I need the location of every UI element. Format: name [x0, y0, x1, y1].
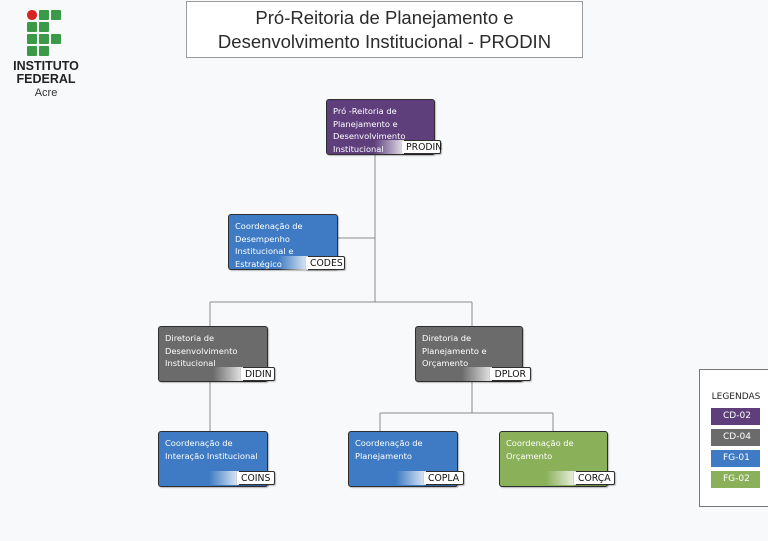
legend-item-cd04: CD-04: [711, 429, 760, 446]
legend-panel: LEGENDAS CD-02 CD-04 FG-01 FG-02: [699, 369, 768, 507]
legend-title: LEGENDAS: [711, 392, 761, 402]
node-codes-code-text: CODES: [310, 258, 343, 269]
node-dplor-code-text: DPLOR: [494, 369, 526, 380]
node-prodin-code: PRODIN: [374, 140, 443, 154]
node-dplor-label: Diretoria de Planejamento e Orçamento: [422, 333, 487, 368]
node-copla-label: Coordenação de Planejamento: [355, 438, 423, 461]
node-prodin: Pró -Reitoria de Planejamento e Desenvol…: [326, 99, 435, 155]
node-dplor-code: DPLOR: [462, 367, 531, 381]
legend-item-cd02: CD-02: [711, 408, 760, 425]
node-codes-label: Coordenação de Desempenho Institucional …: [235, 221, 303, 269]
legend-item-fg02: FG-02: [711, 471, 760, 488]
page-title-box: Pró-Reitoria de Planejamento e Desenvolv…: [186, 1, 583, 58]
node-coins-code: COINS: [209, 471, 275, 485]
node-copla-code: COPLA: [396, 471, 464, 485]
node-corca-code: CORÇA: [546, 471, 615, 485]
node-corca-code-text: CORÇA: [578, 473, 611, 484]
node-didin-label: Diretoria de Desenvolvimento Institucion…: [165, 333, 238, 368]
logo-line2: FEDERAL: [16, 72, 76, 86]
node-coins-code-text: COINS: [241, 473, 271, 484]
node-prodin-code-text: PRODIN: [406, 142, 443, 153]
logo-line1: INSTITUTO: [13, 59, 79, 73]
legend-item-fg01: FG-01: [711, 450, 760, 467]
node-codes: Coordenação de Desempenho Institucional …: [228, 214, 338, 270]
if-logo-grid: [27, 10, 61, 56]
page-title-line1: Pró-Reitoria de Planejamento e: [255, 6, 514, 28]
node-didin-code: DIDIN: [213, 367, 275, 381]
node-prodin-label: Pró -Reitoria de Planejamento e Desenvol…: [333, 106, 406, 154]
node-coins-label: Coordenação de Interação Institucional: [165, 438, 258, 461]
node-didin-code-text: DIDIN: [245, 369, 272, 380]
logo-text: INSTITUTO FEDERAL: [8, 60, 84, 86]
node-copla-code-text: COPLA: [428, 473, 460, 484]
page-title-line2: Desenvolvimento Institucional - PRODIN: [217, 30, 552, 52]
logo-subtitle: Acre: [34, 87, 58, 99]
node-corca-label: Coordenação de Orçamento: [506, 438, 574, 461]
node-codes-code: CODES: [278, 256, 345, 270]
